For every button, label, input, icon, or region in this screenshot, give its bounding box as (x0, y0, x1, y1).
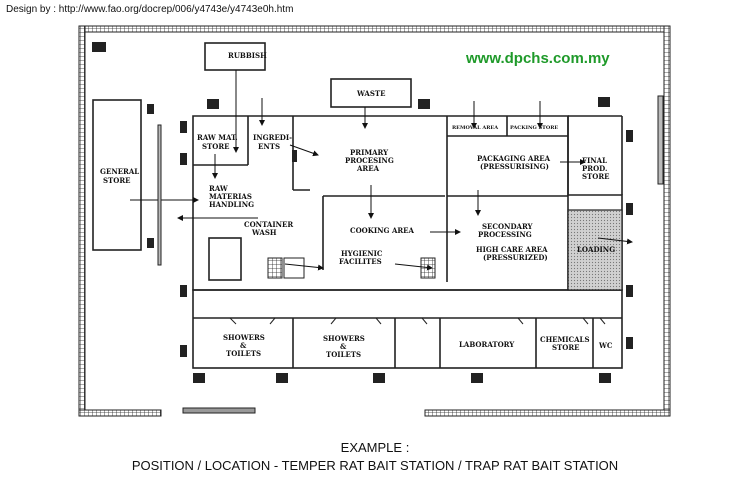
bait-station (418, 99, 430, 109)
bait-station (626, 203, 633, 215)
bait-station (599, 373, 611, 383)
label-laboratory: LABORATORY (459, 340, 515, 349)
label-general-store-2: STORE (103, 176, 131, 185)
label-raw-mat: RAW MAT. (197, 133, 238, 142)
label-high-care: HIGH CARE AREA (476, 245, 548, 254)
label-primary-2: PROCESING (345, 156, 394, 165)
label-packing-store: PACKING STORE (510, 125, 558, 131)
label-secondary-2: PROCESSING (478, 230, 532, 239)
label-general-store: GENERAL (100, 167, 139, 176)
bait-station (207, 99, 219, 109)
label-cooking: COOKING AREA (350, 226, 415, 235)
label-hygienic: HYGIENIC (341, 249, 383, 258)
label-final-2: PROD. (582, 164, 607, 173)
caption-description: POSITION / LOCATION - TEMPER RAT BAIT ST… (131, 458, 619, 473)
label-chemicals: CHEMICALS (540, 335, 590, 344)
label-waste: WASTE (356, 89, 385, 98)
bait-station (193, 373, 205, 383)
label-loading: LOADING (577, 245, 615, 254)
label-ingredients-2: ENTS (258, 142, 280, 151)
door-marks (229, 317, 606, 325)
bait-station (626, 130, 633, 142)
label-high-care-2: (PRESSURIZED) (483, 253, 548, 262)
website-url[interactable]: www.dpchs.com.my (466, 50, 610, 67)
label-rmh: RAW (209, 184, 228, 193)
label-removal-area: REMOVAL AREA (452, 125, 498, 131)
bait-station (180, 285, 187, 297)
bait-station (147, 238, 154, 248)
label-hygienic-2: FACILITES (339, 257, 382, 266)
label-container-wash: CONTAINER (244, 220, 293, 229)
entry-mat (182, 407, 256, 414)
label-rmh-2: MATERIAS (209, 192, 252, 201)
general-store-room (92, 99, 142, 251)
bait-station (292, 150, 297, 162)
side-barriers (157, 95, 664, 266)
bait-station (471, 373, 483, 383)
loading-bay (567, 209, 623, 291)
rubbish-room (204, 42, 266, 71)
label-showers-1c: TOILETS (226, 349, 261, 358)
bait-stations (92, 42, 633, 383)
bait-station (180, 121, 187, 133)
bait-station (373, 373, 385, 383)
design-credit: Design by : http://www.fao.org/docrep/00… (6, 4, 294, 15)
label-ingredients: INGREDI- (253, 133, 292, 142)
bait-station (147, 104, 154, 114)
label-rubbish: RUBBISH (228, 51, 267, 60)
bait-station (626, 337, 633, 349)
label-packaging-2: (PRESSURISING) (480, 162, 549, 171)
label-raw-mat-2: STORE (202, 142, 230, 151)
room-labels: RUBBISH WASTE GENERAL STORE RAW MAT. STO… (100, 51, 615, 359)
flow-arrows (130, 70, 633, 271)
bait-station (180, 153, 187, 165)
bait-station (598, 97, 610, 107)
label-showers-2b: & (340, 342, 347, 351)
label-final: FINAL (582, 156, 607, 165)
label-chemicals-2: STORE (552, 343, 580, 352)
caption-example: EXAMPLE : (340, 440, 410, 455)
label-showers-1b: & (240, 341, 247, 350)
bait-station (180, 345, 187, 357)
outer-walls (78, 25, 671, 417)
label-secondary: SECONDARY (482, 222, 534, 231)
label-primary-3: AREA (356, 164, 380, 173)
label-container-wash-2: WASH (251, 228, 277, 237)
label-packaging: PACKAGING AREA (477, 154, 551, 163)
bait-station (92, 42, 106, 52)
waste-room (330, 78, 412, 108)
label-rmh-3: HANDLING (209, 200, 254, 209)
label-showers-2c: TOILETS (326, 350, 361, 359)
label-showers-1: SHOWERS (223, 333, 265, 342)
bait-station (276, 373, 288, 383)
label-wc: WC (598, 341, 613, 350)
container-wash-sink (208, 237, 242, 281)
room-walls (92, 42, 623, 369)
label-final-3: STORE (582, 172, 610, 181)
label-primary: PRIMARY (350, 148, 389, 157)
bait-station (626, 285, 633, 297)
label-showers-2: SHOWERS (323, 334, 365, 343)
